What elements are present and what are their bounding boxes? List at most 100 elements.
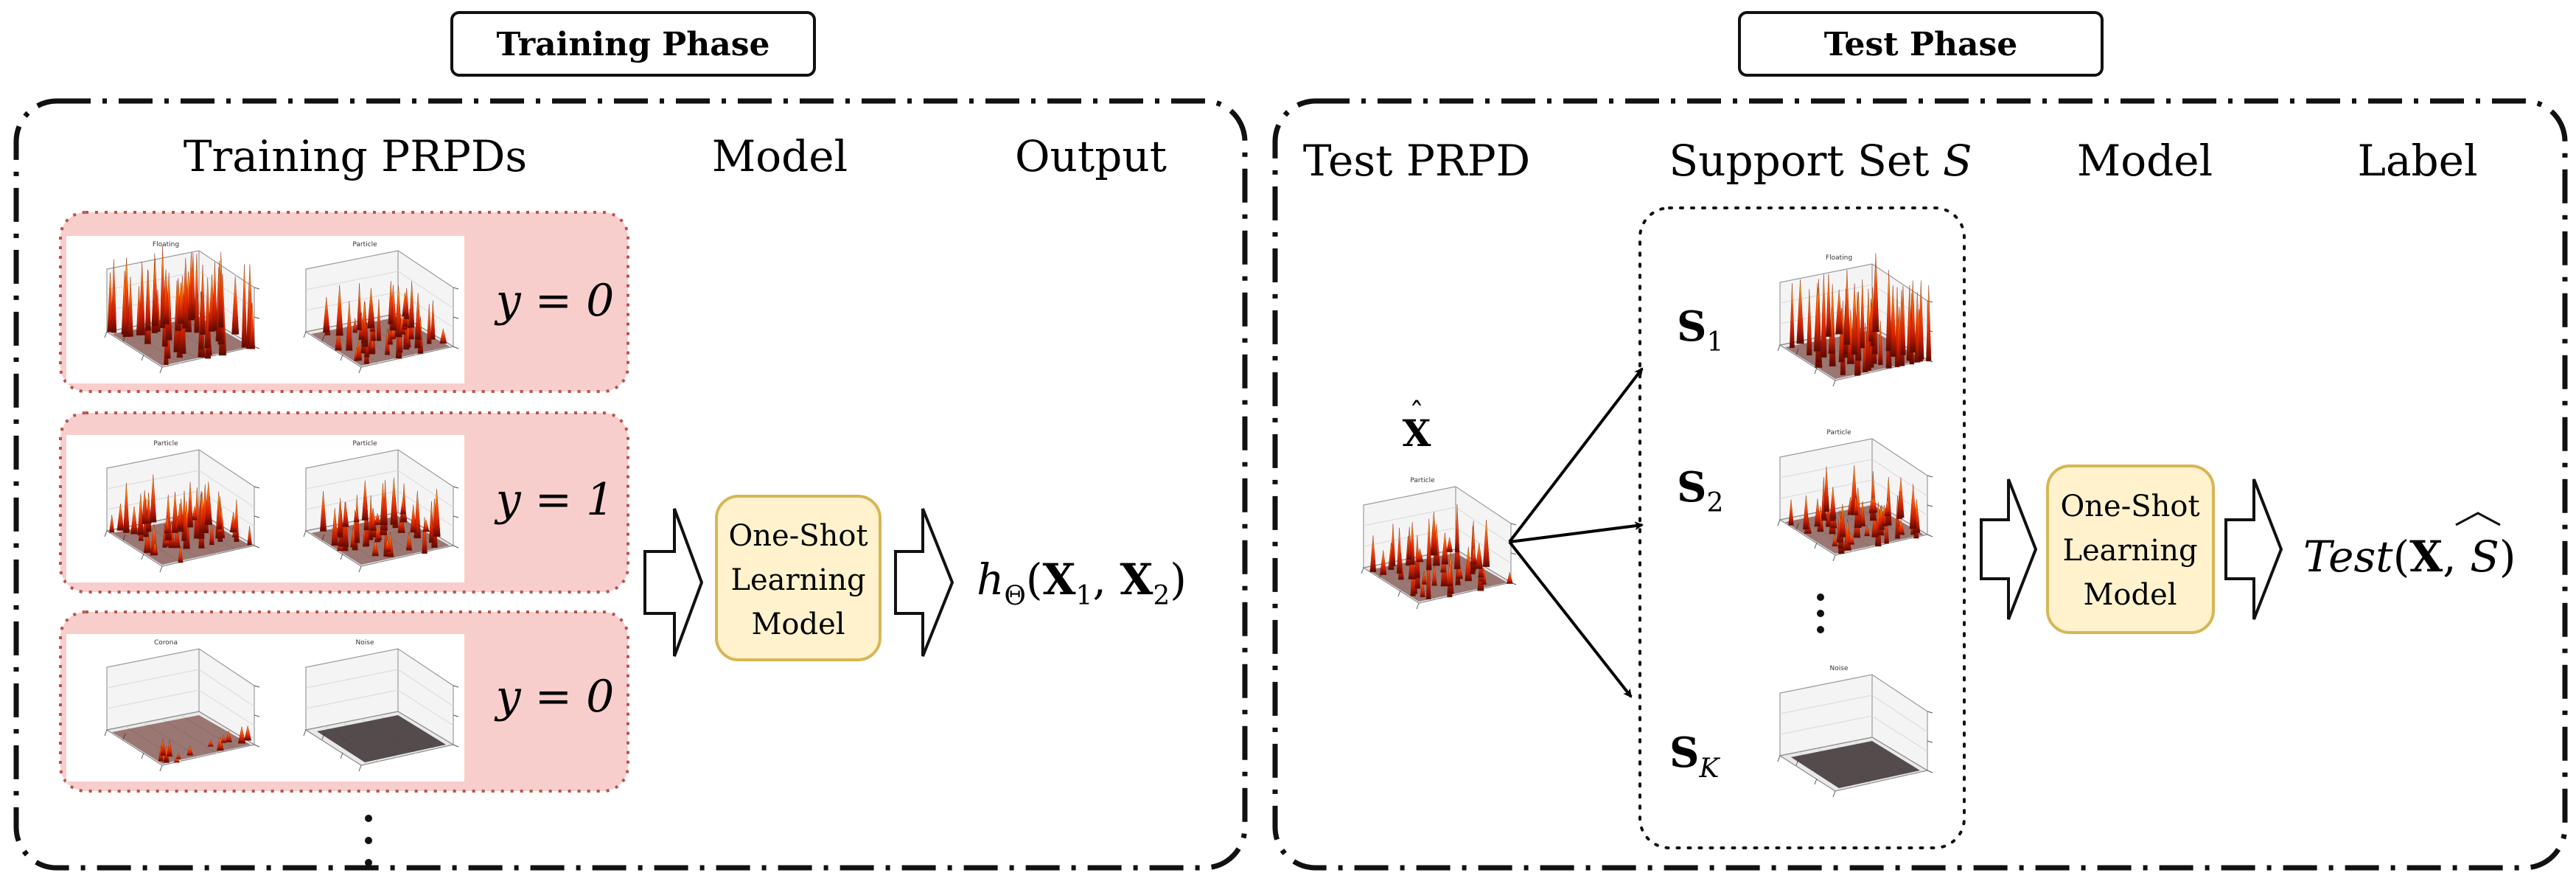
surface-spike — [414, 293, 422, 340]
prpd-plot-support-floating: Floating — [1739, 248, 1939, 397]
training-phase-frame — [13, 98, 1248, 871]
surface-spike — [151, 259, 159, 327]
surface-spike — [1506, 571, 1513, 584]
one-shot-model-box — [2046, 464, 2215, 634]
prpd-plot-corona: Corona — [66, 633, 266, 782]
surface-spike — [160, 738, 167, 756]
surface-spike — [1369, 535, 1377, 572]
surface-spike — [357, 283, 363, 330]
model-line: Model — [2083, 578, 2177, 612]
plot-title: Corona — [154, 639, 178, 647]
surface-spike — [439, 328, 447, 344]
surface-spike — [319, 491, 327, 532]
surface-floor — [317, 715, 446, 762]
surface-spike — [173, 521, 181, 549]
surface-spike — [422, 519, 430, 532]
surface-spike — [1909, 484, 1917, 529]
surface-spike — [1864, 524, 1870, 537]
prpd-plot-floating: Floating — [66, 235, 266, 384]
surface-spike — [186, 745, 194, 756]
surface-spike — [212, 262, 217, 331]
prpd-plot-support-particle: Particle — [1739, 423, 1939, 572]
surface-spike — [116, 504, 125, 531]
surface-spike — [216, 737, 224, 751]
surface-spike — [237, 726, 246, 744]
support-symbol: S1 — [1677, 302, 1723, 358]
surface-spike — [1482, 519, 1490, 567]
surface-spike — [186, 481, 194, 528]
surface-spike — [426, 304, 432, 344]
surface-spike — [383, 538, 391, 552]
prpd-plot-particle: Particle — [265, 235, 465, 384]
surface-spike — [1870, 495, 1878, 513]
prpd-plot-particle: Particle — [66, 434, 266, 583]
surface-spike — [1430, 512, 1438, 556]
surface-spike — [408, 281, 415, 328]
surface-spike — [394, 285, 402, 338]
surface-spike — [410, 504, 417, 533]
one-shot-model-box — [715, 495, 882, 661]
surface-spike — [1425, 547, 1431, 599]
surface-spike — [1910, 280, 1916, 353]
surface-spike — [1446, 537, 1453, 552]
surface-spike — [1445, 564, 1453, 587]
surface-spike — [369, 508, 377, 531]
plot-title: Noise — [356, 639, 374, 647]
surface-spike — [1829, 487, 1837, 520]
surface-floor — [112, 715, 251, 764]
training-output-formula: hΘ(X1, X2) — [977, 554, 1187, 611]
surface-spike — [1441, 532, 1449, 565]
surface-spike — [1789, 283, 1795, 348]
surface-spike — [1826, 274, 1832, 337]
surface-spike — [1877, 321, 1883, 366]
test-phase-frame — [1272, 98, 2568, 871]
surface-spike — [1796, 279, 1804, 344]
training-col-inputs: Training PRPDs — [184, 131, 527, 181]
hollow-arrow-icon — [1980, 478, 2038, 620]
surface-spike — [1896, 519, 1905, 535]
surface-spike — [178, 546, 184, 563]
surface-spike — [1839, 504, 1846, 537]
surface-spike — [1900, 285, 1906, 355]
surface-spike — [1926, 285, 1932, 362]
surface-spike — [217, 251, 224, 328]
surface-spike — [139, 262, 146, 335]
model-line: Learning — [730, 563, 865, 597]
surface-spike — [1814, 498, 1821, 527]
surface-spike — [1390, 523, 1396, 567]
surface-spike — [137, 493, 144, 535]
surface-spike — [1420, 580, 1425, 597]
query-hat: ˆ — [1409, 397, 1424, 431]
surface-spike — [143, 527, 152, 553]
surface-spike — [229, 512, 237, 533]
surface-spike — [389, 327, 397, 340]
surface-spike — [182, 257, 189, 329]
surface-spike — [248, 302, 256, 349]
surface-spike — [176, 503, 184, 529]
training-phase-title: Training Phase — [496, 26, 769, 63]
surface-spike — [145, 271, 151, 331]
surface-spike — [1848, 532, 1855, 545]
surface-spike — [361, 480, 369, 521]
surface-spike — [335, 327, 342, 351]
training-pair: Floating Particle y = 0 — [59, 211, 629, 393]
surface-spike — [397, 323, 403, 353]
surface-spike — [1853, 495, 1859, 515]
prpd-plot-support-noise: Noise — [1739, 659, 1939, 808]
surface-spike — [1416, 548, 1424, 563]
prpd-plot-particle: Particle — [265, 434, 465, 583]
surface-spike — [323, 296, 330, 333]
surface-spike — [376, 299, 382, 341]
surface-spike — [1456, 563, 1463, 580]
surface-spike — [128, 276, 133, 337]
prpd-plot-noise: Noise — [265, 633, 465, 782]
surface-spike — [1470, 546, 1477, 565]
training-phase: Training Phase Training PRPDs Model Outp… — [13, 11, 1248, 871]
output-hat — [2455, 512, 2501, 526]
surface-spike — [352, 318, 357, 333]
plot-title: Floating — [153, 241, 179, 248]
surface-spike — [388, 281, 394, 325]
support-symbol: S2 — [1677, 463, 1723, 518]
training-col-model: Model — [712, 131, 848, 181]
test-phase-title-box — [1738, 11, 2104, 77]
